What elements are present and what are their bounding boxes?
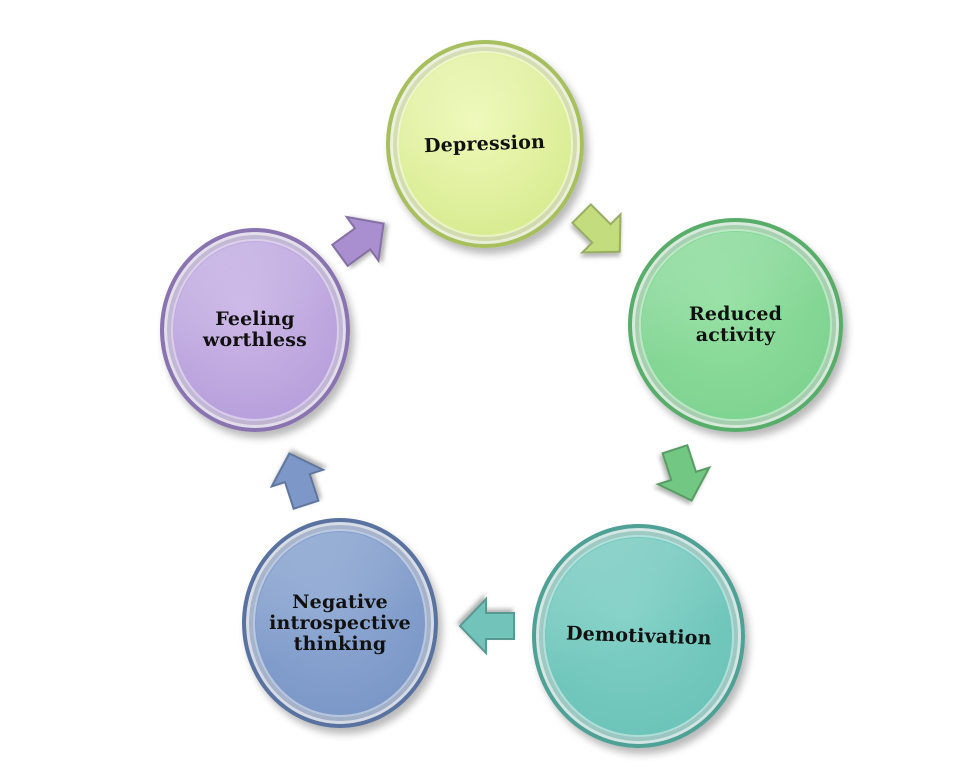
node-demotivation: Demotivation [532, 524, 745, 748]
node-label: Reduced activity [688, 303, 783, 346]
arrow-icon [330, 215, 385, 268]
node-negative-introspective-thinking: Negative introspective thinking [242, 518, 438, 728]
node-label: Negative introspective thinking [269, 590, 411, 655]
node-depression: Depression [386, 40, 584, 248]
arrow-icon [458, 596, 515, 656]
arrow-reduced-activity-to-demotivation [655, 443, 712, 502]
arrow-demotivation-to-negative-thinking [458, 596, 515, 656]
arrow-icon [655, 443, 712, 502]
node-label: Demotivation [565, 621, 712, 650]
arrow-icon [571, 203, 622, 254]
arrow-depression-to-reduced-activity [571, 203, 622, 254]
arrow-feeling-worthless-to-depression [330, 215, 385, 268]
node-label: Depression [424, 130, 546, 157]
arrow-icon [269, 452, 326, 511]
node-label: Feeling worthless [202, 308, 308, 351]
arrow-negative-thinking-to-feeling-worthless [269, 452, 326, 511]
node-feeling-worthless: Feeling worthless [160, 228, 350, 432]
node-reduced-activity: Reduced activity [628, 218, 843, 432]
